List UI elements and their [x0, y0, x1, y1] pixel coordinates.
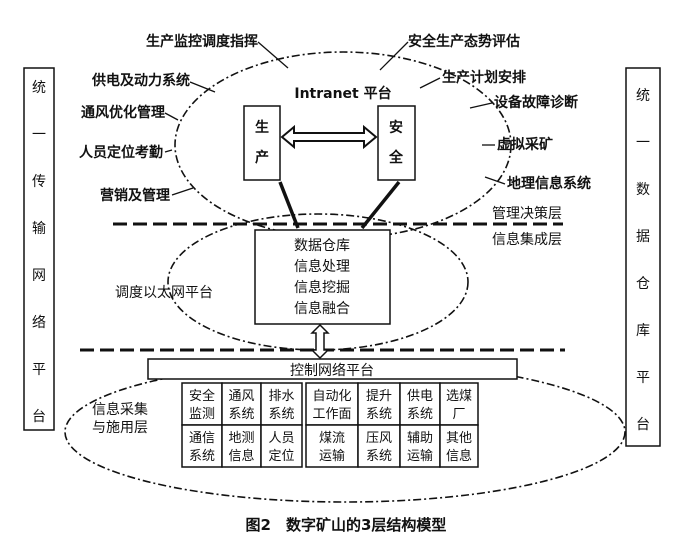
right-platform-char: 统 [636, 88, 650, 104]
subsystem-cell [439, 382, 479, 426]
subsystem-label: 定位 [268, 449, 294, 464]
left-platform-char: 络 [32, 315, 46, 331]
subsystem-cell [439, 424, 479, 468]
figure-caption: 图2 数字矿山的3层结构模型 [246, 516, 447, 534]
subsystem-cell [305, 382, 359, 426]
subsystem-label: 系统 [407, 407, 433, 422]
subsystem-label: 安全 [189, 388, 215, 404]
vertical-double-arrow-icon [310, 323, 330, 360]
production-char-2: 产 [255, 149, 269, 166]
function-label: 生产监控调度指挥 [146, 33, 258, 50]
subsystem-label: 排水 [268, 389, 294, 404]
warehouse-item: 数据仓库 [294, 238, 350, 254]
subsystem-label: 地测 [228, 431, 254, 446]
subsystem-label: 提升 [366, 388, 392, 404]
control-network-box [147, 358, 518, 380]
subsystem-label: 系统 [366, 449, 392, 464]
layer-label-decision: 管理决策层 [492, 205, 562, 222]
left-platform-char: 网 [32, 268, 46, 284]
subsystem-label: 系统 [366, 407, 392, 422]
subsystem-label: 运输 [407, 448, 433, 464]
safety-char-2: 全 [388, 149, 404, 166]
subsystem-cell [181, 424, 223, 468]
subsystem-label: 运输 [319, 448, 345, 464]
right-platform-char: 库 [636, 323, 650, 339]
warehouse-item: 信息处理 [294, 258, 350, 275]
production-box [243, 105, 281, 181]
left-platform-char: 一 [32, 127, 46, 143]
function-label: 地理信息系统 [507, 175, 591, 192]
function-label: 人员定位考勤 [79, 144, 163, 161]
safety-box [377, 105, 416, 181]
right-platform-char: 据 [636, 229, 650, 245]
subsystem-label: 系统 [189, 449, 215, 464]
function-label: 营销及管理 [100, 187, 170, 204]
connector-production [278, 181, 300, 229]
subsystem-label: 其他 [446, 431, 472, 446]
subsystem-label: 选煤 [446, 389, 472, 404]
warehouse-item: 信息融合 [294, 300, 350, 317]
subsystem-label: 通风 [228, 389, 254, 404]
connector-safety [360, 180, 401, 230]
function-label: 供电及动力系统 [91, 72, 190, 89]
right-platform-char: 数 [636, 182, 650, 198]
subsystem-label: 系统 [228, 407, 254, 422]
subsystem-label: 信息 [446, 448, 472, 464]
bottom-layer-label-1: 信息采集 [92, 401, 148, 418]
subsystem-label: 供电 [407, 389, 433, 404]
left-platform-char: 传 [32, 174, 46, 190]
subsystem-label: 辅助 [407, 431, 433, 446]
bottom-layer-label-2: 与施用层 [92, 420, 148, 436]
subsystem-label: 煤流 [319, 431, 345, 446]
right-platform-box [625, 67, 661, 447]
subsystem-label: 系统 [268, 407, 294, 422]
left-platform-char: 输 [32, 221, 46, 237]
safety-char-1: 安 [389, 119, 403, 136]
subsystem-cell [399, 424, 441, 468]
subsystem-cell [221, 424, 262, 468]
warehouse-item: 信息挖掘 [294, 279, 350, 296]
subsystem-label: 压风 [366, 431, 392, 446]
function-label: 安全生产态势评估 [408, 33, 520, 50]
subsystem-cell [260, 424, 303, 468]
subsystem-label: 厂 [452, 407, 465, 422]
subsystem-label: 人员 [268, 431, 294, 446]
right-platform-char: 平 [636, 370, 650, 386]
subsystem-cell [357, 382, 401, 426]
subsystem-grid: 安全监测通风系统排水系统自动化工作面提升系统供电系统选煤厂通信系统地测信息人员定… [181, 382, 479, 468]
subsystem-label: 通信 [189, 431, 215, 446]
leader-lines [164, 41, 506, 196]
left-platform-char: 统 [32, 80, 46, 96]
right-platform-char: 一 [636, 135, 650, 151]
subsystem-cell [221, 382, 262, 426]
production-char-1: 生 [255, 119, 269, 136]
left-platform-char: 台 [32, 409, 46, 425]
function-label: 设备故障诊断 [494, 94, 578, 111]
left-platform-char: 平 [32, 362, 46, 378]
subsystem-label: 自动化 [312, 389, 351, 404]
right-platform-char: 台 [636, 417, 650, 433]
intranet-platform-label: Intranet 平台 [294, 85, 391, 102]
data-warehouse-box [254, 229, 391, 325]
right-platform-char: 仓 [636, 276, 650, 292]
subsystem-label: 工作面 [312, 407, 351, 422]
function-label: 虚拟采矿 [497, 136, 553, 153]
function-label: 通风优化管理 [81, 104, 165, 121]
function-label: 生产计划安排 [442, 69, 526, 86]
subsystem-cell [305, 424, 359, 468]
layer-label-integration: 信息集成层 [492, 231, 562, 248]
subsystem-label: 监测 [189, 407, 215, 422]
ethernet-platform-label: 调度以太网平台 [115, 285, 213, 301]
subsystem-label: 信息 [228, 448, 254, 464]
control-network-label: 控制网络平台 [290, 363, 374, 379]
bidirectional-arrow-icon [280, 124, 378, 150]
left-platform-box [23, 67, 55, 431]
